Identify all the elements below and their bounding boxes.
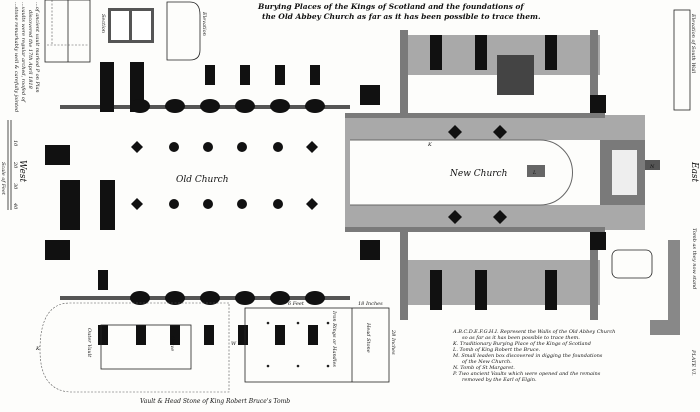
grave-label: Grave <box>169 336 175 351</box>
svg-text:M. Small leaden box discovered: M. Small leaden box discovered in diggin… <box>452 353 603 359</box>
iron-rings-label: Iron Rings or Handles <box>331 310 337 367</box>
legend-text: Tomb of King Robert the Bruce. <box>460 347 541 353</box>
elevation-detail: Elevation <box>166 1 207 61</box>
scale-label: Scale of Feet <box>0 162 6 196</box>
legend-text: Tomb of St Margaret. <box>460 365 515 371</box>
old-church-plan: Old Church <box>45 62 350 345</box>
legend-key: K. <box>452 341 459 347</box>
legend-key: N. <box>452 365 459 371</box>
legend-text: Represent the Walls of the Old Abbey Chu… <box>499 329 615 335</box>
eighteen-inches-label: 18 Inches <box>358 301 383 307</box>
legend-text: Small leaden box discovered in digging t… <box>461 353 602 359</box>
svg-text:P. Two ancient Vaults which we: P. Two ancient Vaults which were opened … <box>452 371 601 377</box>
south-wall-elevation: Elevation of South Wall <box>673 9 696 111</box>
legend-text: Two ancient Vaults which were opened and… <box>459 371 601 377</box>
title-line-1: Burying Places of the Kings of Scotland … <box>257 2 525 11</box>
left-note: ...of ancient vault marked P on Plan dis… <box>13 2 40 112</box>
new-church-plan: L N New Church K <box>345 30 660 320</box>
marker-n: N <box>649 164 655 170</box>
elevation-label: Elevation <box>201 11 207 36</box>
six-feet-label: 6 Feet <box>288 301 305 307</box>
marker-k: K <box>427 142 432 148</box>
scale-tick: 40 <box>12 202 18 210</box>
new-church-label: New Church <box>449 169 507 179</box>
svg-text:A.B.C.D.E.F.G.H.I. Represent t: A.B.C.D.E.F.G.H.I. Represent the Walls o… <box>452 329 615 335</box>
legend-key: P. <box>452 371 457 377</box>
scale-bar: 10 20 30 40 Scale of Feet West <box>0 120 27 210</box>
section-detail: Section <box>100 8 154 43</box>
legend-key: M. <box>452 353 460 359</box>
left-note-line-4: ...stone remarkably well & carefully joi… <box>13 2 19 112</box>
title-line-2: the Old Abbey Church as far as it has be… <box>262 12 541 21</box>
east-label: East <box>689 161 699 183</box>
legend-key: A.B.C.D.E.F.G.H.I. <box>452 329 499 335</box>
outer-vault-label: Outer Vault <box>86 328 92 358</box>
section-label: Section <box>100 14 106 33</box>
left-note-line-1: ...of ancient vault marked P on Plan <box>34 2 40 93</box>
vault-caption: Vault & Head Stone of King Robert Bruce'… <box>140 398 290 405</box>
left-note-line-2: discovered the 17th April 1818 <box>27 10 33 89</box>
marker-l: L <box>532 170 537 176</box>
legend-text: so as far as it has been possible to tra… <box>462 335 580 341</box>
tomb-now-label: Tomb as they now stand <box>691 228 697 289</box>
robert-bruce-vault: Outer Vault Grave Iron Rings or Handles … <box>35 301 396 405</box>
west-label: West <box>17 160 27 182</box>
tomb-now-detail: Tomb as they now stand <box>650 228 697 335</box>
vault-mark-w: W <box>231 341 237 347</box>
legend-text: of the New Church. <box>462 359 512 365</box>
legend-text: Traditionary Burying Place of the Kings … <box>460 341 591 347</box>
svg-text:K. Traditionary Burying Place: K. Traditionary Burying Place of the Kin… <box>452 341 591 347</box>
vault-mark-k2: K <box>237 341 242 347</box>
south-wall-label: Elevation of South Wall <box>690 13 696 74</box>
scale-tick: 30 <box>12 183 18 190</box>
legend: A.B.C.D.E.F.G.H.I. Represent the Walls o… <box>452 329 615 383</box>
old-church-label: Old Church <box>176 175 229 185</box>
scale-tick: 20 <box>12 161 18 169</box>
scale-tick: 10 <box>12 140 18 147</box>
new-church-piers <box>360 35 606 310</box>
svg-text:N. Tomb of St Margaret.: N. Tomb of St Margaret. <box>452 365 515 371</box>
vault-mark-k: K <box>35 346 40 352</box>
twenty-eight-inches-label: 28 Inches <box>390 329 396 355</box>
svg-text:L. Tomb of King Robert the Bru: L. Tomb of King Robert the Bruce. <box>452 347 541 353</box>
left-note-line-3: ...vaults were regular arched, roofed of <box>20 2 26 103</box>
legend-text: removed by the Earl of Elgin. <box>462 377 537 383</box>
plate-number: PLATE VI. <box>690 349 696 376</box>
legend-key: L. <box>452 347 458 353</box>
head-stone-label: Head Stone <box>365 322 371 353</box>
vault-detail-plan <box>44 0 91 63</box>
